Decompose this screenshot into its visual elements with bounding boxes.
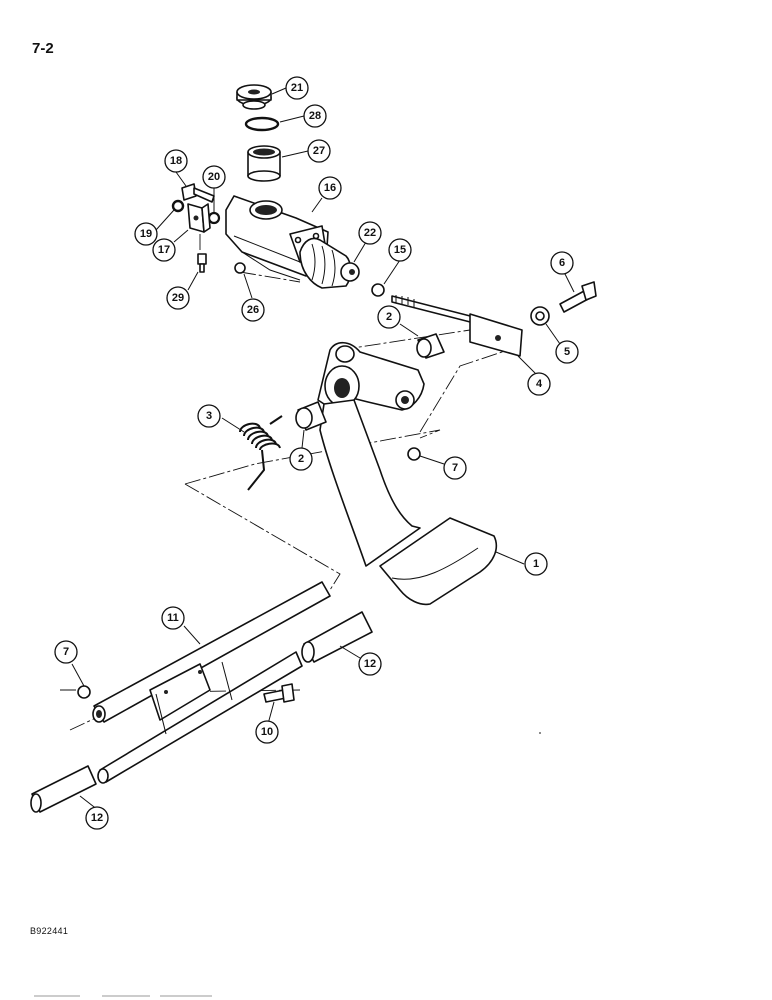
pedal-bushing-lower <box>295 401 327 431</box>
callout-26: 26 <box>241 298 265 322</box>
callout-3: 3 <box>197 404 221 428</box>
svg-text:26: 26 <box>247 304 259 316</box>
svg-text:18: 18 <box>170 155 182 167</box>
callout-21: 21 <box>285 76 309 100</box>
callout-15: 15 <box>388 238 412 262</box>
callout-2-lower: 2 <box>289 447 313 471</box>
page-number: 7-2 <box>32 40 54 57</box>
svg-text:11: 11 <box>167 612 179 624</box>
svg-text:15: 15 <box>394 244 406 256</box>
callout-12-right: 12 <box>358 652 382 676</box>
svg-text:22: 22 <box>364 227 376 239</box>
svg-text:1: 1 <box>533 558 539 570</box>
shaft-nut <box>77 685 91 699</box>
callout-19: 19 <box>134 222 158 246</box>
o-ring <box>244 116 280 132</box>
callout-18: 18 <box>164 149 188 173</box>
svg-text:2: 2 <box>298 453 304 465</box>
callout-28: 28 <box>303 104 327 128</box>
brake-pedal <box>317 341 498 606</box>
callout-16: 16 <box>318 176 342 200</box>
cross-shaft-assembly <box>92 581 331 784</box>
pedal-nut <box>407 447 421 461</box>
svg-text:3: 3 <box>206 410 212 422</box>
push-rod-clevis <box>391 295 523 357</box>
callout-17: 17 <box>152 238 176 262</box>
callout-10: 10 <box>255 720 279 744</box>
push-rod-nut <box>371 283 385 297</box>
svg-text:17: 17 <box>158 244 170 256</box>
svg-text:7: 7 <box>452 462 458 474</box>
pedal-bushing-upper <box>416 333 445 359</box>
flat-washer <box>207 211 221 225</box>
switch-bracket <box>187 203 211 233</box>
svg-text:6: 6 <box>559 257 565 269</box>
callout-7-lower: 7 <box>54 640 78 664</box>
leader-lines <box>71 87 575 811</box>
brake-light-switch <box>197 253 207 273</box>
shaft-sleeve-left <box>30 765 97 813</box>
callout-22: 22 <box>358 221 382 245</box>
callout-7-upper: 7 <box>443 456 467 480</box>
shaft-sleeve-right <box>301 611 373 663</box>
callout-11: 11 <box>161 606 185 630</box>
clevis-bolt <box>559 281 597 313</box>
svg-text:21: 21 <box>291 82 303 94</box>
callout-12-left: 12 <box>85 806 109 830</box>
master-cylinder-boot <box>299 237 360 289</box>
shaft-bolt <box>263 683 295 703</box>
svg-text:5: 5 <box>564 346 570 358</box>
reservoir-strainer <box>247 145 281 182</box>
return-spring <box>239 415 283 491</box>
lock-washer <box>171 199 185 213</box>
svg-text:28: 28 <box>309 110 321 122</box>
callout-27: 27 <box>307 139 331 163</box>
callout-2-upper: 2 <box>377 305 401 329</box>
hex-nut <box>234 262 246 274</box>
assembly-lines <box>60 234 521 731</box>
svg-text:4: 4 <box>536 378 543 390</box>
svg-text:10: 10 <box>261 726 273 738</box>
svg-text:27: 27 <box>313 145 325 157</box>
scan-marks <box>34 732 541 997</box>
svg-text:12: 12 <box>91 812 103 824</box>
svg-text:29: 29 <box>172 292 184 304</box>
callout-4: 4 <box>527 372 551 396</box>
svg-text:20: 20 <box>208 171 220 183</box>
callout-1: 1 <box>524 552 548 576</box>
svg-text:16: 16 <box>324 182 336 194</box>
svg-text:19: 19 <box>140 228 152 240</box>
callout-29: 29 <box>166 286 190 310</box>
callout-6: 6 <box>550 251 574 275</box>
clevis-bushing <box>530 306 550 326</box>
svg-text:7: 7 <box>63 646 69 658</box>
reservoir-cap <box>236 84 272 110</box>
callout-20: 20 <box>202 165 226 189</box>
mounting-bolt <box>181 183 215 203</box>
svg-text:2: 2 <box>386 311 392 323</box>
callout-5: 5 <box>555 340 579 364</box>
svg-text:12: 12 <box>364 658 376 670</box>
figure-code: B922441 <box>30 926 69 936</box>
